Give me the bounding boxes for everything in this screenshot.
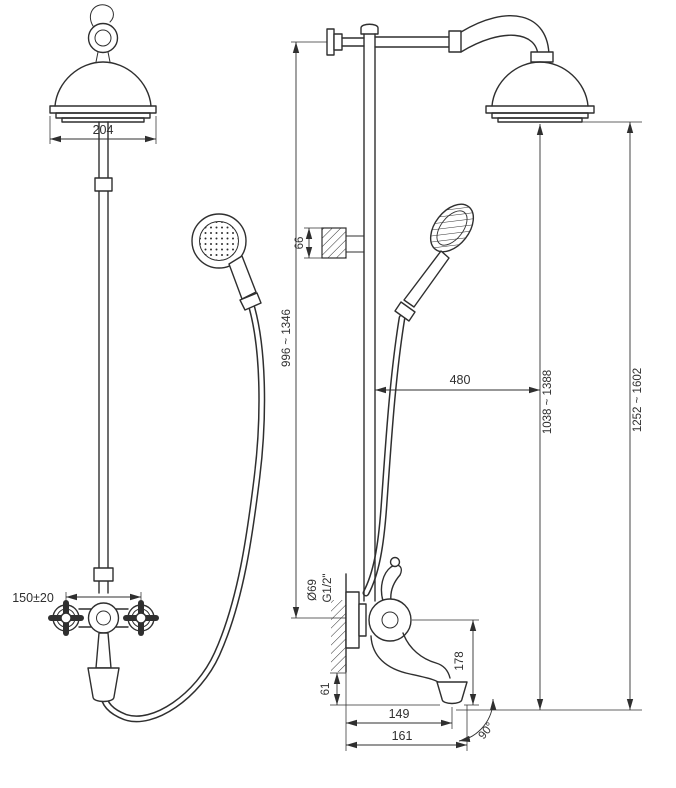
- mixer-body-cap: [381, 611, 399, 629]
- spout-bell-front: [87, 667, 120, 703]
- dim-inlet-spacing: 150±20: [12, 591, 142, 611]
- thread-size-label: G1/2": [322, 573, 334, 602]
- inlet-nipple: [358, 603, 367, 637]
- hose-core: [364, 316, 404, 595]
- lever-ball: [389, 556, 401, 568]
- cross-handle-left: [48, 600, 84, 636]
- finial-stem: [107, 51, 111, 63]
- dim-spout-reach-overall: 161: [346, 705, 468, 751]
- dim-spout-drop-label: 178: [454, 651, 466, 670]
- dim-holder-height-label: 66: [294, 237, 306, 250]
- spout-outer: [370, 635, 443, 686]
- handset-handle: [228, 255, 257, 300]
- handset-holder: [321, 227, 365, 259]
- bracket-body: [333, 33, 343, 51]
- wall-bracket-top: [326, 28, 365, 56]
- dim-spout-reach-center-label: 149: [389, 707, 410, 721]
- top-finial: [87, 4, 119, 63]
- shower-head-side: [485, 61, 595, 123]
- hose-outline: [100, 304, 266, 723]
- dim-riser-height-label: 996 ~ 1346: [281, 309, 293, 367]
- escutcheon-diameter-label: Ø69: [307, 579, 319, 601]
- dim-head-width: 204: [49, 116, 157, 144]
- shower-arm-gooseneck: [374, 15, 554, 63]
- wall-hatching: [331, 600, 346, 672]
- mixer-center-boss: [87, 602, 120, 634]
- spout-inner: [402, 632, 451, 679]
- handle-hub: [135, 612, 147, 624]
- dim-spout-swivel-label: 90°: [477, 721, 497, 742]
- handle-hub: [60, 612, 72, 624]
- riser-pipe-front: [93, 121, 114, 594]
- head-dome: [491, 61, 589, 107]
- hose-core: [101, 306, 264, 721]
- handset-head: [429, 203, 475, 253]
- dim-spout-clearance-label: 61: [320, 683, 332, 696]
- dim-holder-height: 66: [294, 227, 322, 259]
- label-escutcheon-diameter: Ø69 G1/2": [307, 573, 334, 602]
- finial-ring-inner: [94, 29, 112, 47]
- mixer-center-cap: [96, 610, 111, 626]
- head-rim-band: [497, 117, 583, 123]
- dim-overall-height-label: 1252 ~ 1602: [632, 368, 644, 432]
- head-collar: [530, 51, 554, 63]
- pipe-joint: [94, 177, 113, 192]
- swivel-arc: [458, 698, 497, 743]
- finial-stem: [95, 51, 99, 63]
- head-rim-band: [485, 105, 595, 114]
- dim-arm-reach-label: 480: [450, 373, 471, 387]
- mixer-front: [48, 600, 159, 703]
- dim-spout-reach-overall-label: 161: [392, 729, 413, 743]
- dim-spout-swivel: 90°: [458, 698, 497, 743]
- hose-nut: [239, 292, 262, 311]
- spout-outlet-bell: [436, 681, 468, 705]
- dim-inlet-spacing-label: 150±20: [12, 591, 54, 605]
- riser-pipe-side: [360, 23, 379, 602]
- shower-head-front: [49, 61, 157, 123]
- dim-arm-reach: 480: [375, 373, 540, 394]
- hand-shower-front: [191, 213, 262, 311]
- finial-ring-outer: [87, 22, 119, 54]
- gooseneck-inner: [460, 34, 539, 58]
- handset-head-inner: [436, 210, 468, 246]
- dim-spout-clearance: 61: [320, 672, 440, 706]
- spout-neck-front: [95, 632, 112, 669]
- bracket-flange: [326, 28, 335, 56]
- head-dome: [54, 61, 152, 107]
- hand-shower-side: [394, 203, 475, 322]
- mixer-body: [368, 598, 412, 642]
- escutcheon-side: [345, 591, 360, 649]
- head-rim-band: [55, 112, 151, 119]
- dim-spout-reach-center: 149: [345, 672, 453, 751]
- head-rim-band: [61, 117, 145, 123]
- hook-curve: [89, 4, 114, 27]
- head-rim-band: [49, 105, 157, 114]
- dim-head-height: 1038 ~ 1388: [536, 124, 554, 710]
- shower-hose-front: [100, 304, 266, 723]
- dim-head-height-label: 1038 ~ 1388: [542, 370, 554, 434]
- hose-nut: [394, 301, 416, 322]
- front-view: 204 150±20: [12, 4, 266, 723]
- dim-riser-height: 996 ~ 1346: [281, 41, 346, 619]
- pipe-cap: [360, 23, 379, 35]
- handset-handle: [403, 250, 450, 308]
- gooseneck-outer: [460, 15, 550, 58]
- dim-head-width-label: 204: [93, 123, 114, 137]
- arm-nut: [448, 30, 462, 53]
- side-view: 996 ~ 1346 66 480 1038 ~ 1388 1252 ~ 160…: [281, 15, 644, 751]
- mixer-lever: [380, 564, 402, 602]
- hand-shower-hose-side: [362, 314, 406, 597]
- pipe-union: [93, 567, 114, 582]
- head-rim-band: [491, 112, 589, 119]
- handset-spray-face: [199, 221, 239, 261]
- holder-section: [321, 227, 347, 259]
